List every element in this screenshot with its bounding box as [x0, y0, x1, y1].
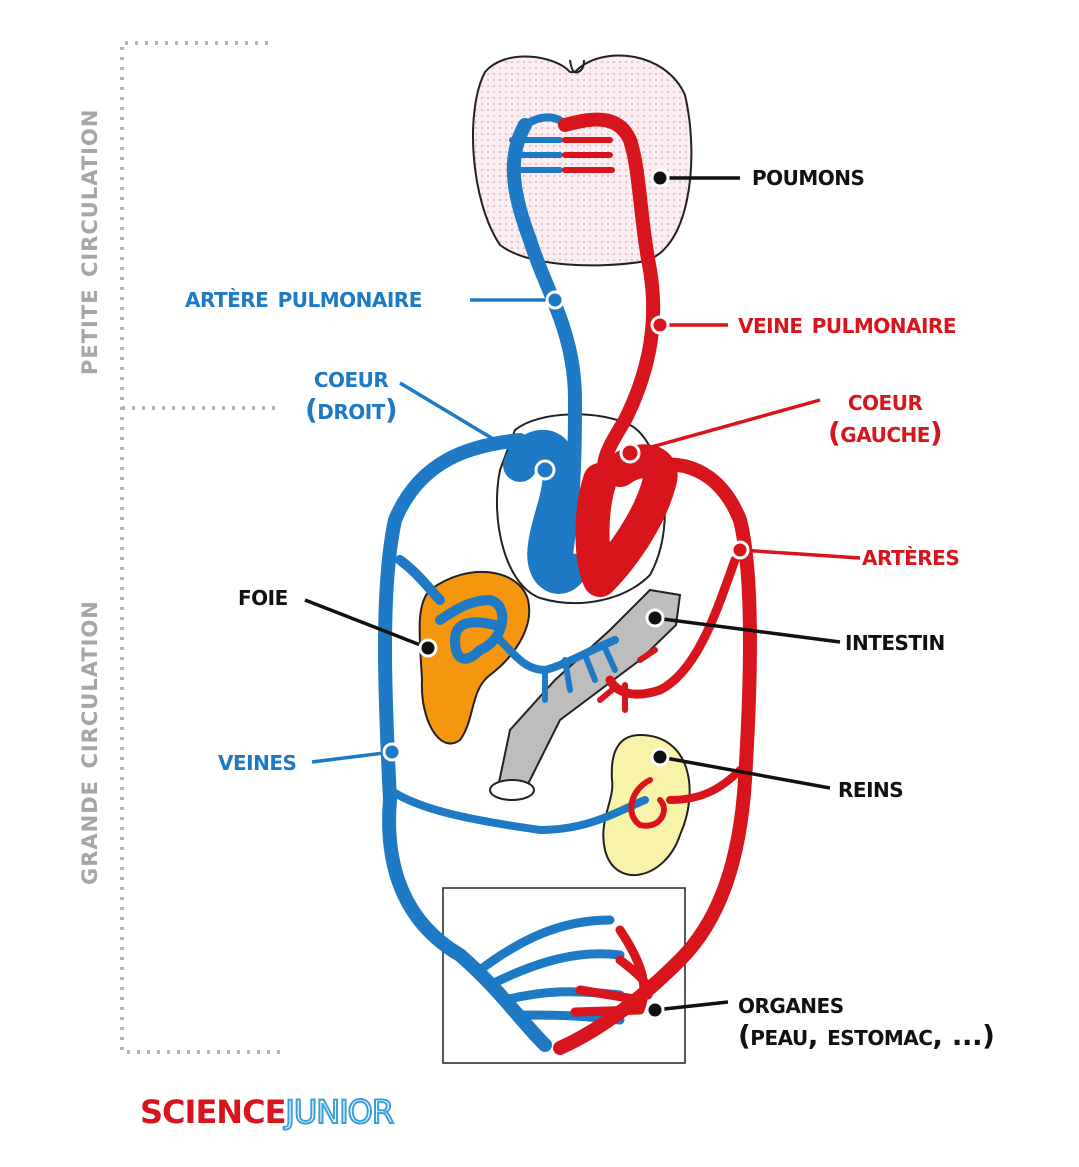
label-organes: Organes (peau, estomac, ...)	[738, 987, 995, 1053]
venous-vessels	[378, 113, 649, 1052]
lungs-shape	[472, 54, 693, 267]
arterial-vessels	[553, 112, 757, 1055]
section-grande-circulation: Grande circulation	[70, 600, 105, 885]
label-coeur-gauche: Coeur (gauche)	[828, 384, 943, 450]
label-intestin: Intestin	[845, 624, 945, 657]
section-brackets	[120, 41, 282, 1054]
label-coeur-droit-line1: Coeur	[313, 361, 389, 394]
label-veines: Veines	[218, 744, 297, 777]
label-arteres: Artères	[862, 539, 960, 572]
label-coeur-gauche-line1: Coeur	[847, 384, 923, 417]
label-poumons: Poumons	[752, 159, 865, 192]
label-artere-pulmonaire: Artère pulmonaire	[185, 281, 422, 314]
leader-dots	[382, 168, 750, 1020]
leader-lines	[304, 176, 861, 1012]
label-foie: Foie	[238, 579, 288, 612]
label-reins: Reins	[838, 771, 904, 804]
label-coeur-gauche-line2: (gauche)	[828, 416, 943, 450]
label-organes-line1: Organes	[738, 987, 844, 1020]
label-coeur-droit: Coeur (droit)	[305, 361, 398, 427]
label-organes-line2: (peau, estomac, ...)	[738, 1019, 995, 1053]
logo-junior: Junior	[284, 1079, 395, 1135]
section-petite-circulation: Petite circulation	[70, 108, 105, 375]
label-veine-pulmonaire: Veine pulmonaire	[738, 307, 957, 340]
label-coeur-droit-line2: (droit)	[305, 393, 398, 427]
organs-box	[442, 887, 686, 1064]
logo-science: Science	[140, 1080, 286, 1134]
kidney-shape	[602, 733, 691, 877]
sciencejunior-logo: ScienceJunior	[140, 1079, 395, 1135]
